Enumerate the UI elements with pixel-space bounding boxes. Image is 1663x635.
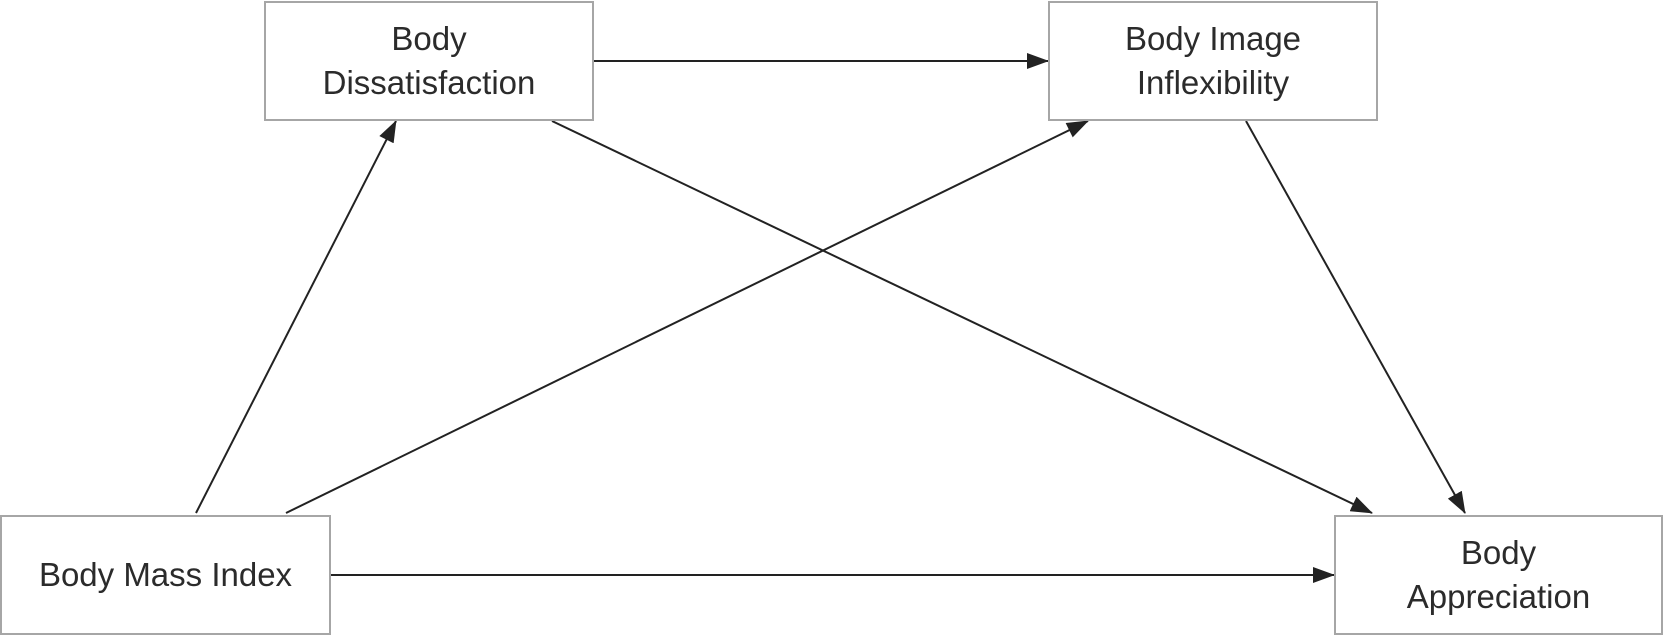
node-label-line1: Body — [391, 20, 467, 57]
node-label-line2: Inflexibility — [1136, 64, 1290, 101]
node-body-mass-index: Body Mass Index — [0, 515, 331, 635]
node-label-line2: Dissatisfaction — [322, 64, 536, 101]
arrow-body-mass-index-to-body-dissatisfaction — [195, 120, 397, 514]
arrow-body-image-inflexibility-to-body-appreciation — [1245, 120, 1466, 514]
arrow-body-dissatisfaction-to-body-appreciation — [551, 120, 1373, 514]
node-label-line1: Body Mass Index — [38, 556, 293, 593]
node-label-line2: Appreciation — [1406, 578, 1591, 615]
node-body-image-inflexibility: Body Image Inflexibility — [1048, 1, 1378, 121]
node-label-line1: Body — [1460, 534, 1537, 571]
node-label-line1: Body Image — [1124, 20, 1302, 57]
arrow-body-mass-index-to-body-image-inflexibility — [285, 120, 1089, 514]
node-body-appreciation: Body Appreciation — [1334, 515, 1663, 635]
node-body-dissatisfaction: Body Dissatisfaction — [264, 1, 594, 121]
